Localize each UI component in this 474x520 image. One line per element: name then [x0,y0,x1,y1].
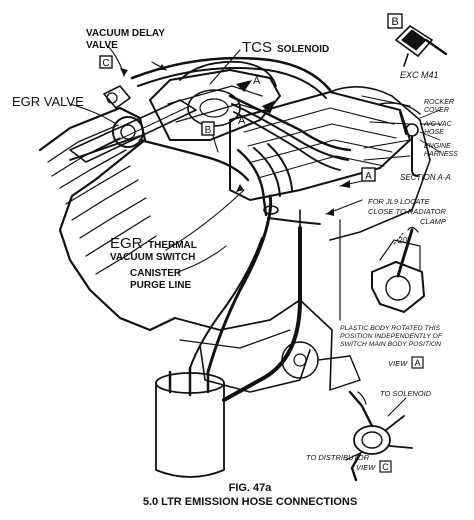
canister-label-1: CANISTER [130,268,182,279]
callout-box-c: C [99,55,113,69]
callout-b-letter: B [205,125,212,136]
egr-thermal-label-small: THERMAL [148,240,197,251]
callout-box-b: B [201,121,215,136]
vacuum-switch-label: VACUUM SWITCH [110,252,195,263]
view-a-box [411,356,424,369]
ac-vac-hose-label-2: HOSE [424,129,444,136]
egr-valve-label: EGR VALVE [12,94,84,109]
to-solenoid-label: TO SOLENOID [380,389,432,398]
figure-number: FIG. 47a [229,482,273,494]
view-c-label: VIEW [356,463,376,472]
callout-box-a: A [361,167,376,182]
vacuum-delay-label-1: VACUUM DELAY [86,28,165,39]
figure-caption: FIG. 47a 5.0 LTR EMISSION HOSE CONNECTIO… [143,482,357,508]
canister-label-2: PURGE LINE [130,280,191,291]
vacuum-hoses [69,56,352,402]
callout-a-letter: A [365,171,372,182]
part-labels: VACUUM DELAY VALVE TCS SOLENOID EGR VALV… [12,28,458,473]
view-c-letter: C [382,462,389,472]
plastic-note-1: PLASTIC BODY ROTATED THIS [340,325,441,332]
engine-drawing [38,60,431,478]
section-a-marker: A [253,75,261,87]
tcs-label: TCS [242,39,272,56]
view-a-label: VIEW [388,359,408,368]
callout-b-top-letter: B [391,16,398,28]
ac-vac-hose-label-1: A/C VAC [423,121,453,128]
view-a-detail [371,226,426,314]
plastic-note-3: SWITCH MAIN BODY POSITION [340,341,441,348]
section-aa-detail [379,102,441,177]
jl9-note-3: CLAMP [420,217,446,226]
figure-title: 5.0 LTR EMISSION HOSE CONNECTIONS [143,496,357,508]
detail-b [394,24,448,67]
exc-m41-label: EXC M41 [400,70,439,80]
callout-box-b-top: B [387,13,403,29]
rocker-cover-label-2: COVER [424,107,449,114]
to-distributor-label: TO DISTRIBUTOR [306,453,370,462]
view-c-box [379,460,392,473]
vacuum-delay-label-2: VALVE [86,40,118,51]
jl9-note-1: FOR JL9 LOCATE [368,197,431,206]
engine-harness-label-1: ENGINE [424,143,451,150]
arrow-heads [120,64,350,216]
jl9-note-2: CLOSE TO RADIATOR [368,207,447,216]
egr-thermal-label-big: EGR [110,235,143,252]
section-aa-label: SECTION A-A [400,173,451,182]
section-a-marker-2: A [238,115,246,127]
callout-c-letter: C [102,58,109,69]
plastic-note-2: POSITION INDEPENDENTLY OF [340,333,443,340]
tcs-solenoid-label: SOLENOID [277,44,329,55]
angle-label: 20° [397,236,411,245]
engine-harness-label-2: HARNESS [424,151,458,158]
rocker-cover-label-1: ROCKER [424,99,454,106]
view-c-detail [348,390,413,482]
view-a-letter: A [414,358,420,368]
